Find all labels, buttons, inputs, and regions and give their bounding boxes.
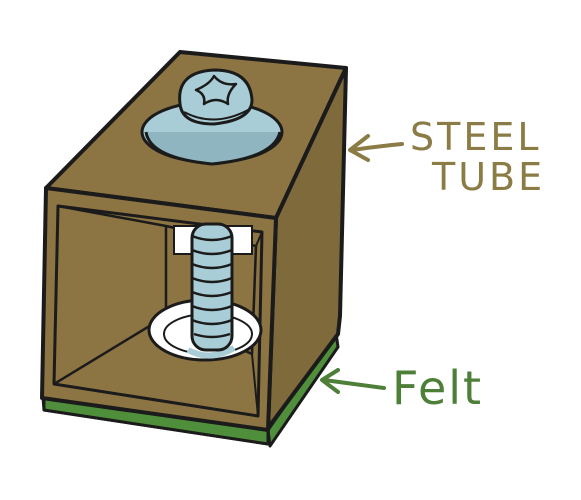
screw-head [178, 68, 254, 126]
steel-tube-label-line2: TUBE [431, 155, 545, 199]
screw-shaft [190, 222, 234, 352]
steel-tube-label-line1: STEEL [410, 115, 542, 159]
felt-label: Felt [392, 361, 483, 415]
left-arrow-icon [348, 134, 404, 162]
washer [140, 100, 284, 166]
left-arrow-icon [320, 368, 386, 394]
tube-right-face [266, 66, 348, 430]
